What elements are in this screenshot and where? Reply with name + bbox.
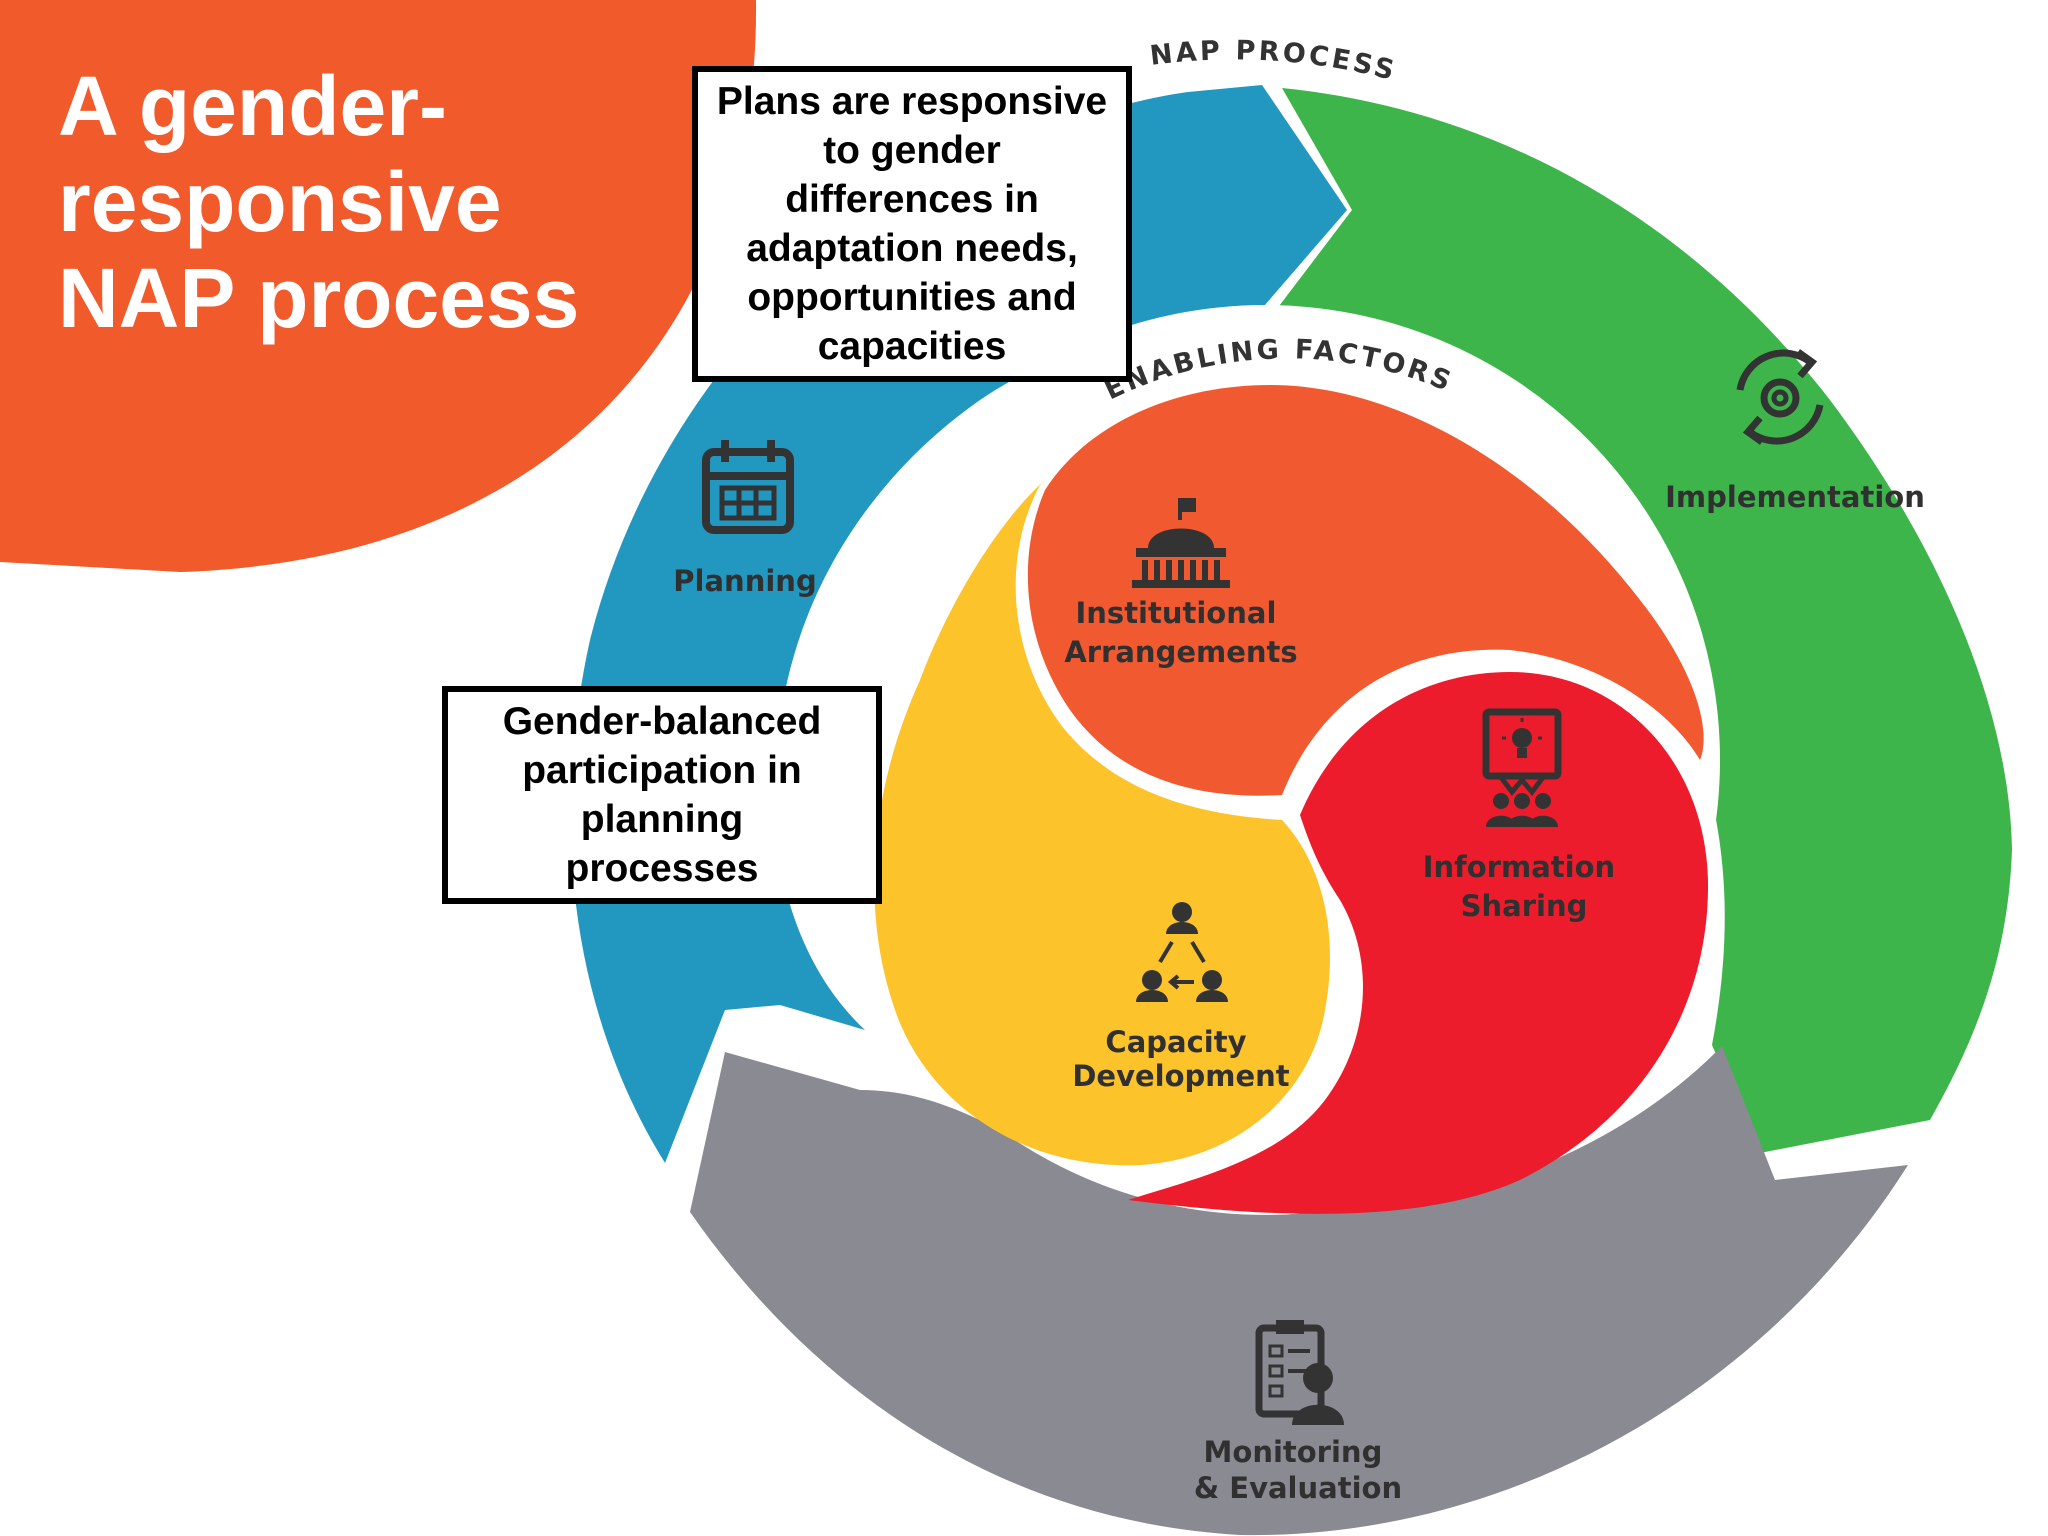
callout-line: to gender — [823, 129, 1001, 172]
callout-gender-balanced: Gender-balanced participation in plannin… — [442, 686, 882, 904]
callout-line: processes — [565, 847, 759, 890]
gear-cycle-icon — [1736, 349, 1824, 445]
checklist-person-icon — [1255, 1320, 1344, 1425]
institutional-label: Institutional Arrangements — [1064, 596, 1297, 669]
title-line: A gender- — [58, 59, 447, 153]
planning-label: Planning — [673, 564, 816, 598]
title-line: NAP process — [58, 251, 580, 345]
capacity-label: Capacity Development — [1072, 1025, 1289, 1093]
nap-process-label: NAP PROCESS — [1148, 35, 1400, 87]
callout-line: planning — [580, 798, 744, 841]
implementation-label: Implementation — [1665, 480, 1925, 514]
callout-plans-responsive: Plans are responsive to gender differenc… — [692, 66, 1132, 382]
title-blob — [0, 0, 757, 572]
title-line: responsive — [58, 155, 502, 249]
callout-line: Plans are responsive — [716, 80, 1108, 123]
government-building-icon — [1132, 498, 1230, 588]
people-network-icon — [1136, 902, 1228, 1002]
callout-line: participation in — [522, 749, 802, 792]
callout-line: opportunities and — [747, 276, 1077, 319]
callout-line: adaptation needs, — [746, 227, 1078, 270]
institutional-segment — [1027, 385, 1704, 796]
presentation-lightbulb-icon — [1482, 708, 1562, 827]
calendar-icon — [702, 440, 794, 534]
callout-line: differences in — [785, 178, 1039, 221]
information-segment — [1128, 672, 1709, 1214]
callout-line: capacities — [817, 325, 1007, 368]
monitoring-segment — [690, 1046, 1908, 1536]
information-label: Information Sharing — [1423, 850, 1626, 923]
callout-line: Gender-balanced — [502, 700, 822, 743]
monitoring-label: Monitoring & Evaluation — [1194, 1435, 1402, 1505]
page-title: A gender- responsive NAP process — [58, 58, 618, 346]
